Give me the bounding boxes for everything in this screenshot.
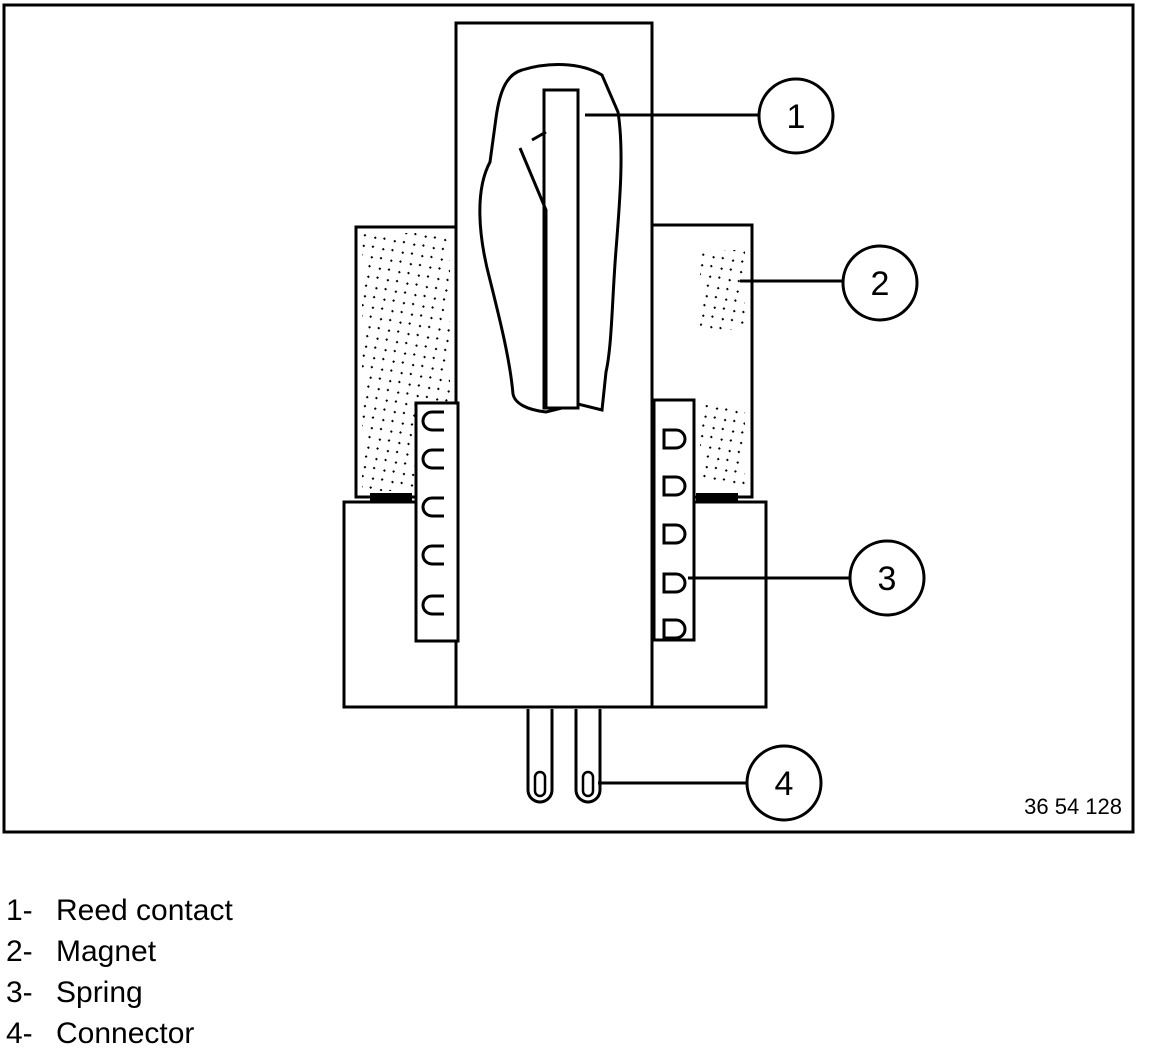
svg-text:3: 3 (878, 560, 897, 598)
legend-item: 4- Connector (6, 1013, 233, 1054)
connector-pins (526, 709, 602, 804)
magnet-right (650, 223, 754, 499)
legend-label: Magnet (56, 935, 157, 968)
svg-text:4: 4 (775, 765, 794, 803)
legend-item: 3- Spring (6, 972, 233, 1013)
legend-item: 2- Magnet (6, 931, 233, 972)
svg-text:2: 2 (871, 265, 890, 303)
legend-label: Spring (56, 976, 143, 1009)
reed-switch-diagram: 1 2 3 4 36 54 128 (2, 3, 1135, 834)
spring-left (414, 401, 460, 643)
legend-number: 3- (6, 976, 33, 1009)
figure-frame (2, 3, 1135, 834)
callout-3: 3 (848, 539, 926, 617)
callout-1: 1 (757, 77, 835, 155)
callout-2: 2 (841, 244, 919, 322)
legend-number: 1- (6, 894, 33, 927)
parts-legend: 1- Reed contact 2- Magnet 3- Spring 4- Conne… (6, 890, 233, 1054)
magnet-pad-left (370, 493, 412, 501)
spring-right (652, 398, 696, 642)
legend-item: 1- Reed contact (6, 890, 233, 931)
legend-number: 4- (6, 1017, 33, 1050)
reed-contact-blade (542, 88, 580, 410)
legend-label: Reed contact (56, 894, 233, 927)
legend-number: 2- (6, 935, 33, 968)
callout-4: 4 (745, 744, 823, 822)
reed-contact-inner (518, 147, 548, 408)
figure-number: 36 54 128 (1024, 794, 1122, 819)
svg-text:1: 1 (787, 98, 806, 136)
magnet-pad-right (696, 493, 738, 501)
legend-label: Connector (56, 1017, 195, 1050)
